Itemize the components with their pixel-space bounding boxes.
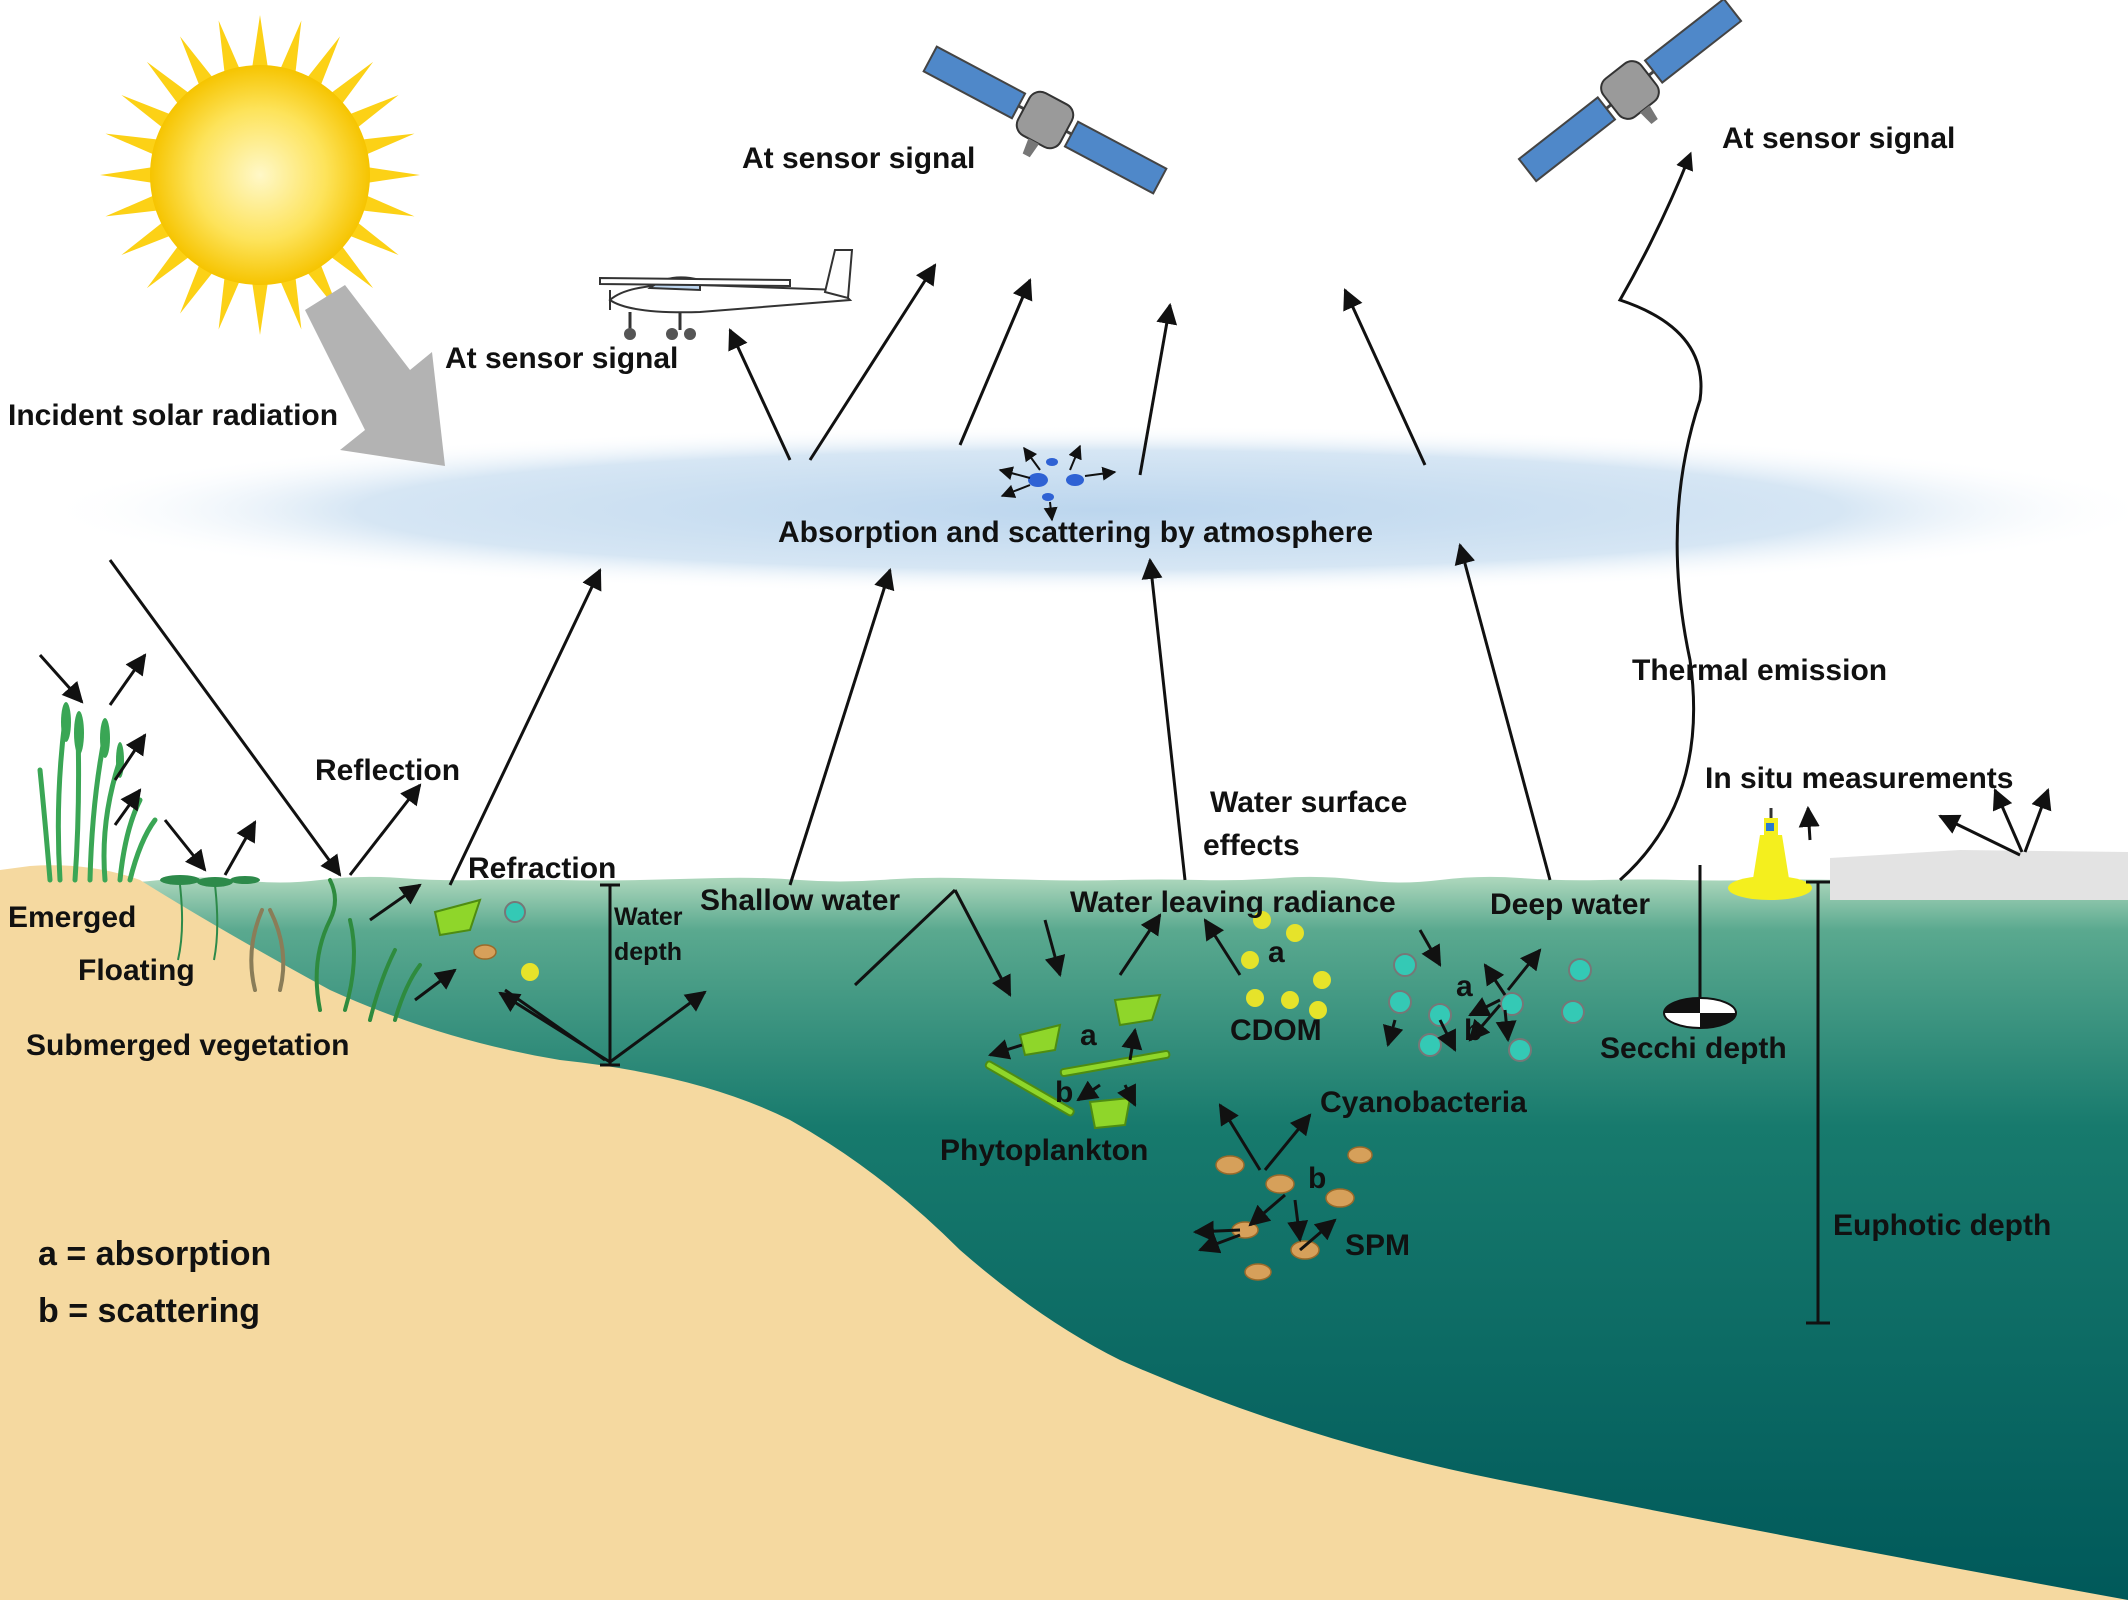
label-shallow: Shallow water: [700, 884, 900, 917]
label-spm: SPM: [1345, 1229, 1410, 1262]
sun-ray: [353, 192, 415, 217]
label-deep: Deep water: [1490, 888, 1650, 921]
airplane-icon: [599, 249, 854, 340]
sun-ray: [218, 20, 243, 82]
secchi-disk-icon: [1663, 865, 1737, 1029]
label-a-cyano: a: [1456, 970, 1473, 1003]
sun-ray: [359, 166, 420, 184]
label-thermal: Thermal emission: [1632, 654, 1887, 687]
sun-ray: [353, 133, 415, 158]
sand-bed: [0, 865, 2128, 1600]
cyanobacteria-cells: [504, 901, 1592, 1062]
sun-ray: [251, 15, 269, 76]
label-submerged: Submerged vegetation: [26, 1029, 349, 1062]
label-cdom: CDOM: [1230, 1014, 1322, 1047]
sun-ray: [105, 133, 167, 158]
sun-icon: [100, 15, 420, 335]
sun-ray: [277, 20, 302, 82]
label-a-phyto: a: [1080, 1019, 1097, 1052]
water-depth-bar: [600, 883, 620, 1067]
sun-ray: [277, 268, 302, 330]
satellite-icon-2: [1517, 0, 1743, 183]
reed-heads: [61, 702, 124, 778]
label-secchi: Secchi depth: [1600, 1032, 1787, 1065]
ice-shelf: [1830, 850, 2128, 900]
legend-absorption: a = absorption: [38, 1235, 271, 1273]
floating-vegetation: [160, 875, 260, 961]
sun-ray: [218, 268, 243, 330]
label-refraction: Refraction: [468, 852, 616, 885]
solar-radiation-arrow: [305, 285, 445, 466]
label-surface-2: effects: [1203, 829, 1300, 862]
sun-ray: [251, 274, 269, 335]
label-cyano: Cyanobacteria: [1320, 1086, 1527, 1119]
label-b-cyano: b: [1464, 1014, 1482, 1047]
cdom-particles: [521, 911, 1331, 1019]
sun-ray: [105, 192, 167, 217]
label-atmosphere: Absorption and scattering by atmosphere: [778, 516, 1373, 549]
label-a-cdom: a: [1268, 936, 1285, 969]
label-reflection: Reflection: [315, 754, 460, 787]
radiation-arrows: [38, 151, 2052, 1254]
legend-scattering: b = scattering: [38, 1292, 260, 1330]
label-b-phyto: b: [1055, 1076, 1073, 1109]
euphotic-depth-bar: [1806, 880, 1830, 1325]
label-sensor-plane: At sensor signal: [445, 342, 678, 375]
atmosphere-band: [40, 425, 2128, 595]
label-insitu: In situ measurements: [1705, 762, 2013, 795]
label-emerged: Emerged: [8, 901, 136, 934]
label-b-spm: b: [1308, 1162, 1326, 1195]
label-floating: Floating: [78, 954, 195, 987]
buoy-icon: [1728, 808, 1812, 900]
label-water-depth-2: depth: [614, 938, 682, 966]
label-water-depth-1: Water: [614, 903, 683, 931]
satellite-icon: [922, 45, 1168, 195]
label-leaving: Water leaving radiance: [1070, 886, 1396, 919]
label-euphotic: Euphotic depth: [1833, 1209, 2051, 1242]
atmosphere-particles: [998, 444, 1117, 522]
label-surface-1: Water surface: [1210, 786, 1407, 819]
submerged-vegetation: [249, 878, 422, 1022]
label-sensor-sat2: At sensor signal: [1722, 122, 1955, 155]
diagram-labels: Incident solar radiation At sensor signa…: [8, 122, 2051, 1330]
sun-ray: [100, 166, 161, 184]
label-phyto: Phytoplankton: [940, 1134, 1148, 1167]
label-sensor-sat1: At sensor signal: [742, 142, 975, 175]
label-incident: Incident solar radiation: [8, 399, 338, 432]
